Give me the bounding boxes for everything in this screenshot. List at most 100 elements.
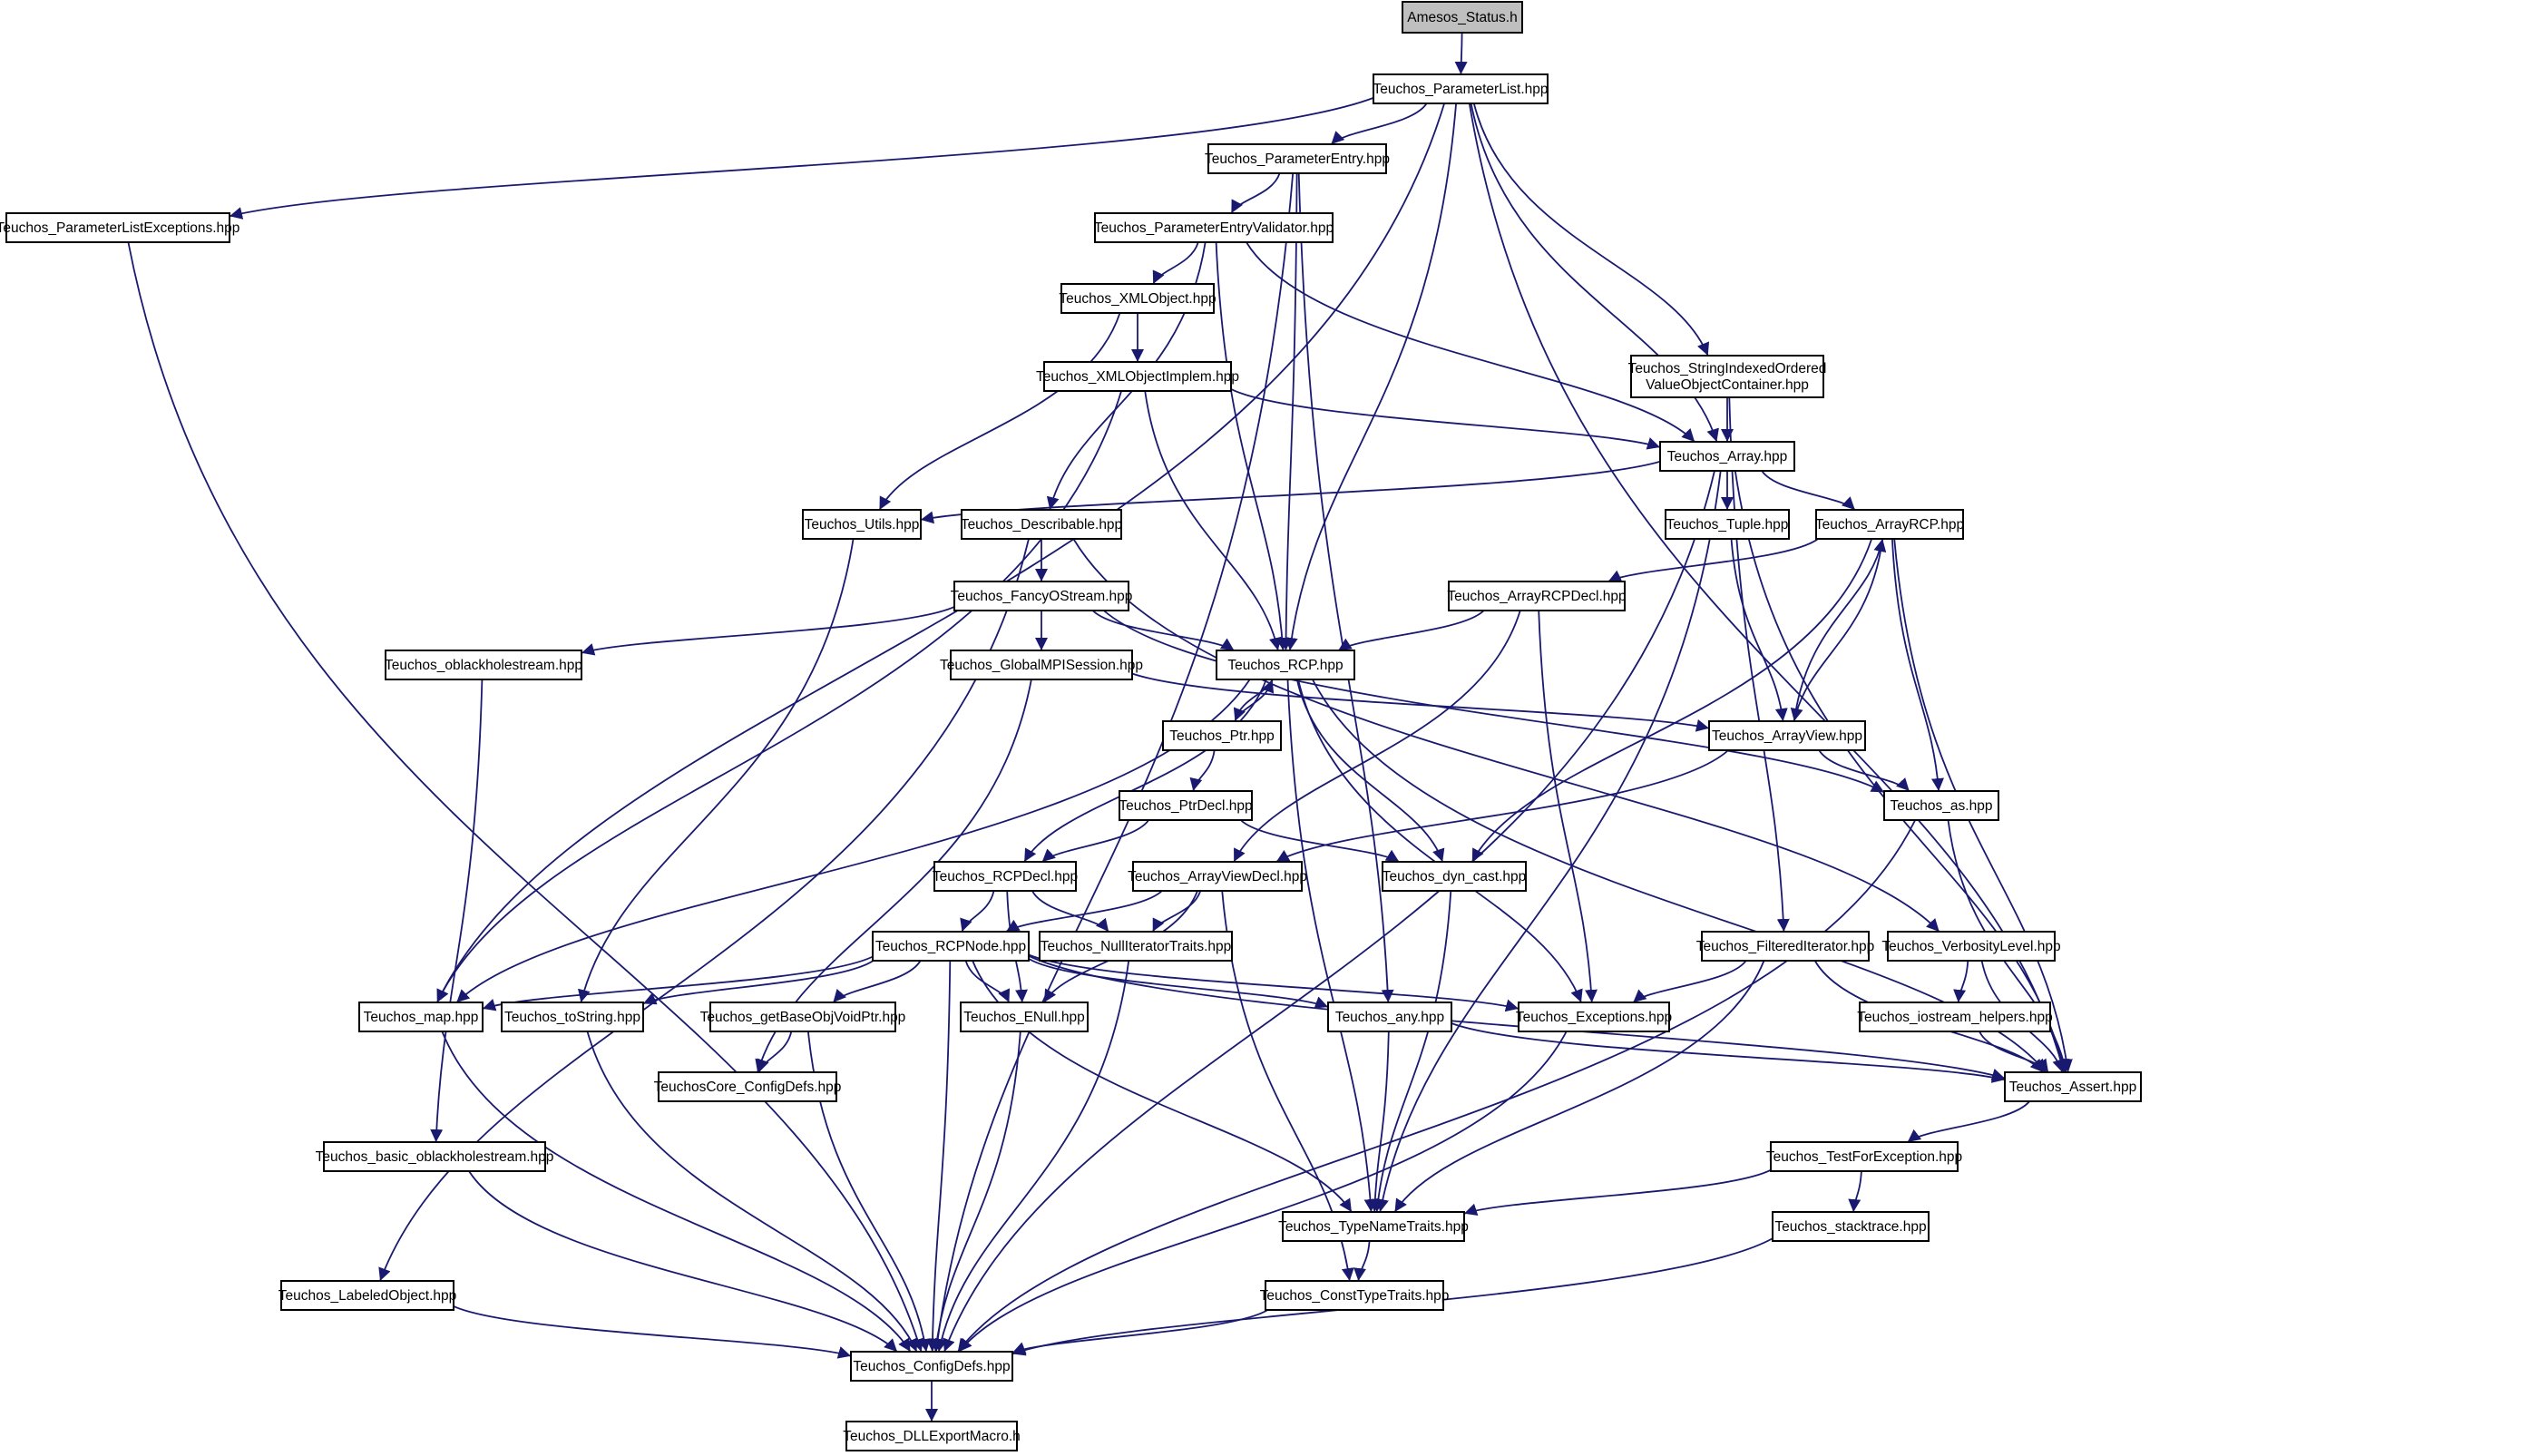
node-box[interactable] bbox=[280, 1280, 454, 1311]
node-box[interactable] bbox=[872, 931, 1030, 962]
node-box[interactable] bbox=[1859, 1002, 2051, 1032]
node-parameterlistexceptions[interactable]: Teuchos_ParameterListExceptions.hpp bbox=[0, 212, 239, 243]
node-box[interactable] bbox=[1518, 1002, 1670, 1032]
node-tuple[interactable]: Teuchos_Tuple.hpp bbox=[1665, 509, 1790, 540]
node-stringindexed[interactable]: Teuchos_StringIndexedOrderedValueObjectC… bbox=[1628, 355, 1827, 398]
node-arrayrcpdecl[interactable]: Teuchos_ArrayRCPDecl.hpp bbox=[1447, 581, 1627, 611]
node-getbaseobjvoidptr[interactable]: Teuchos_getBaseObjVoidPtr.hpp bbox=[700, 1002, 906, 1032]
node-box[interactable] bbox=[933, 861, 1077, 892]
node-box[interactable] bbox=[1094, 212, 1334, 243]
node-filterediterator[interactable]: Teuchos_FilteredIterator.hpp bbox=[1696, 931, 1874, 962]
node-label: Teuchos_PtrDecl.hpp bbox=[1119, 798, 1252, 814]
node-ptrdecl[interactable]: Teuchos_PtrDecl.hpp bbox=[1119, 790, 1253, 821]
node-label: Teuchos_Utils.hpp bbox=[805, 517, 920, 533]
node-parameterlist[interactable]: Teuchos_ParameterList.hpp bbox=[1373, 73, 1549, 104]
node-xmlobjectimplem[interactable]: Teuchos_XMLObjectImplem.hpp bbox=[1036, 361, 1239, 392]
node-box[interactable] bbox=[501, 1002, 644, 1032]
node-box[interactable] bbox=[1265, 1280, 1444, 1311]
node-box[interactable] bbox=[1373, 73, 1549, 104]
node-arrayviewdecl[interactable]: Teuchos_ArrayViewDecl.hpp bbox=[1128, 861, 1307, 892]
node-box[interactable] bbox=[1883, 790, 1999, 821]
node-xmlobject[interactable]: Teuchos_XMLObject.hpp bbox=[1059, 283, 1217, 314]
node-box[interactable] bbox=[1402, 1, 1523, 34]
node-box[interactable] bbox=[323, 1141, 546, 1172]
node-box[interactable] bbox=[5, 212, 230, 243]
node-box[interactable] bbox=[1630, 355, 1824, 398]
node-rcpnode[interactable]: Teuchos_RCPNode.hpp bbox=[872, 931, 1030, 962]
node-oblackholestream[interactable]: Teuchos_oblackholestream.hpp bbox=[385, 650, 582, 680]
node-as[interactable]: Teuchos_as.hpp bbox=[1883, 790, 1999, 821]
node-describable[interactable]: Teuchos_Describable.hpp bbox=[961, 509, 1122, 540]
node-fancyostream[interactable]: Teuchos_FancyOStream.hpp bbox=[951, 581, 1133, 611]
node-tostring[interactable]: Teuchos_toString.hpp bbox=[501, 1002, 644, 1032]
node-box[interactable] bbox=[1659, 441, 1795, 472]
node-iostreamhelpers[interactable]: Teuchos_iostream_helpers.hpp bbox=[1857, 1002, 2053, 1032]
node-box[interactable] bbox=[850, 1351, 1013, 1382]
node-box[interactable] bbox=[953, 581, 1129, 611]
node-coreconfigdefs[interactable]: TeuchosCore_ConfigDefs.hpp bbox=[654, 1071, 842, 1102]
edge-getbaseobjvoidptr-to-coreconfigdefs bbox=[757, 1031, 793, 1073]
node-any[interactable]: Teuchos_any.hpp bbox=[1327, 1002, 1452, 1032]
node-box[interactable] bbox=[1132, 861, 1303, 892]
node-box[interactable] bbox=[709, 1002, 896, 1032]
node-box[interactable] bbox=[1772, 1211, 1930, 1242]
node-box[interactable] bbox=[1770, 1141, 1959, 1172]
node-basicoblackhole[interactable]: Teuchos_basic_oblackholestream.hpp bbox=[316, 1141, 554, 1172]
node-ptr[interactable]: Teuchos_Ptr.hpp bbox=[1162, 720, 1282, 751]
node-globalmpisession[interactable]: Teuchos_GlobalMPISession.hpp bbox=[940, 650, 1143, 680]
node-verbositylevel[interactable]: Teuchos_VerbosityLevel.hpp bbox=[1881, 931, 2061, 962]
node-box[interactable] bbox=[1043, 361, 1232, 392]
node-dyncast[interactable]: Teuchos_dyn_cast.hpp bbox=[1382, 861, 1527, 892]
node-box[interactable] bbox=[1665, 509, 1790, 540]
node-amesos_status[interactable]: Amesos_Status.h bbox=[1402, 1, 1523, 34]
node-box[interactable] bbox=[1282, 1211, 1465, 1242]
node-box[interactable] bbox=[950, 650, 1133, 680]
node-typenametraits[interactable]: Teuchos_TypeNameTraits.hpp bbox=[1278, 1211, 1469, 1242]
node-array[interactable]: Teuchos_Array.hpp bbox=[1659, 441, 1795, 472]
node-rcpdecl[interactable]: Teuchos_RCPDecl.hpp bbox=[933, 861, 1078, 892]
node-consttypetraits[interactable]: Teuchos_ConstTypeTraits.hpp bbox=[1260, 1280, 1450, 1311]
node-box[interactable] bbox=[845, 1421, 1018, 1451]
node-box[interactable] bbox=[1448, 581, 1626, 611]
node-parameterentry[interactable]: Teuchos_ParameterEntry.hpp bbox=[1205, 143, 1390, 174]
node-parameterentryvalidator[interactable]: Teuchos_ParameterEntryValidator.hpp bbox=[1094, 212, 1334, 243]
node-box[interactable] bbox=[2004, 1071, 2142, 1102]
node-dllexport[interactable]: Teuchos_DLLExportMacro.h bbox=[843, 1421, 1021, 1451]
node-box[interactable] bbox=[802, 509, 922, 540]
node-arrayrcp[interactable]: Teuchos_ArrayRCP.hpp bbox=[1815, 509, 1964, 540]
node-arrayview[interactable]: Teuchos_ArrayView.hpp bbox=[1708, 720, 1866, 751]
node-box[interactable] bbox=[1162, 720, 1282, 751]
node-box[interactable] bbox=[358, 1002, 484, 1032]
node-rcp[interactable]: Teuchos_RCP.hpp bbox=[1216, 650, 1355, 680]
node-assert[interactable]: Teuchos_Assert.hpp bbox=[2004, 1071, 2142, 1102]
node-box[interactable] bbox=[1060, 283, 1215, 314]
node-testforexception[interactable]: Teuchos_TestForException.hpp bbox=[1766, 1141, 1962, 1172]
node-box[interactable] bbox=[1119, 790, 1253, 821]
node-nulliteratortraits[interactable]: Teuchos_NullIteratorTraits.hpp bbox=[1039, 931, 1233, 962]
node-box[interactable] bbox=[1327, 1002, 1452, 1032]
edge-arrayrcpdecl-to-rcp bbox=[1337, 610, 1485, 651]
node-box[interactable] bbox=[1815, 509, 1964, 540]
node-box[interactable] bbox=[658, 1071, 837, 1102]
node-box[interactable] bbox=[1207, 143, 1387, 174]
edge-any-to-assert bbox=[1451, 1022, 2006, 1083]
node-utils[interactable]: Teuchos_Utils.hpp bbox=[802, 509, 922, 540]
node-box[interactable] bbox=[960, 1002, 1089, 1032]
edge-utils-to-tostring bbox=[578, 538, 855, 1003]
node-box[interactable] bbox=[385, 650, 582, 680]
node-box[interactable] bbox=[1039, 931, 1233, 962]
node-exceptions[interactable]: Teuchos_Exceptions.hpp bbox=[1516, 1002, 1672, 1032]
node-map[interactable]: Teuchos_map.hpp bbox=[358, 1002, 484, 1032]
node-box[interactable] bbox=[1701, 931, 1870, 962]
edge-ptr-to-ptrdecl bbox=[1189, 749, 1216, 792]
node-configdefs[interactable]: Teuchos_ConfigDefs.hpp bbox=[850, 1351, 1013, 1382]
node-stacktrace[interactable]: Teuchos_stacktrace.hpp bbox=[1772, 1211, 1930, 1242]
node-box[interactable] bbox=[961, 509, 1122, 540]
node-box[interactable] bbox=[1216, 650, 1355, 680]
node-enull[interactable]: Teuchos_ENull.hpp bbox=[960, 1002, 1089, 1032]
node-labeledobject[interactable]: Teuchos_LabeledObject.hpp bbox=[278, 1280, 456, 1311]
node-box[interactable] bbox=[1382, 861, 1527, 892]
node-box[interactable] bbox=[1887, 931, 2056, 962]
edge-iostreamhelpers-to-assert bbox=[1979, 1031, 2049, 1073]
node-box[interactable] bbox=[1708, 720, 1866, 751]
